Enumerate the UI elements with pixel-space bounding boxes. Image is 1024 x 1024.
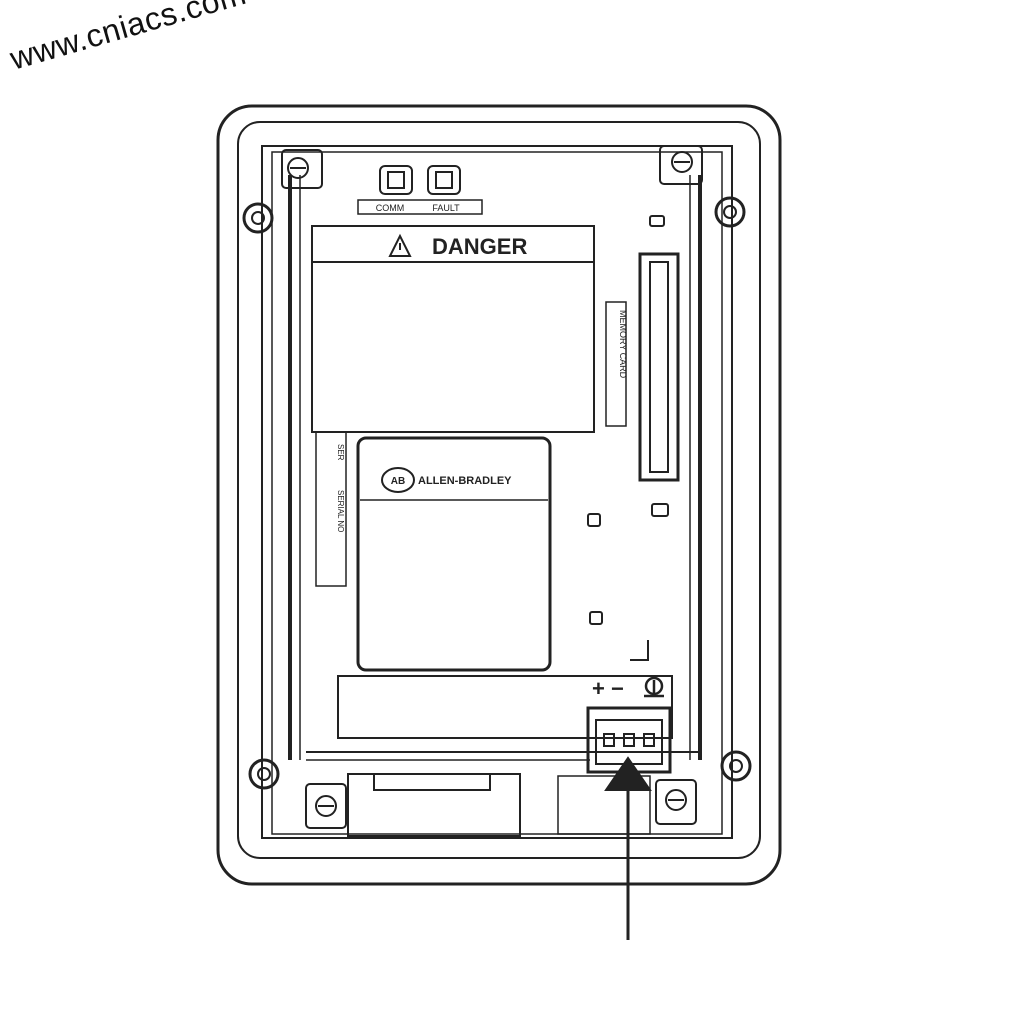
memory-card-slot-inner: [649, 261, 669, 473]
slot-led-top: [649, 215, 665, 227]
housing-screw-top-left: [281, 149, 323, 189]
housing-frame: [261, 145, 733, 839]
brand-label-panel: [356, 436, 552, 672]
memory-card-label: [605, 301, 627, 427]
housing-screw-top-right: [659, 145, 703, 185]
pin-lower: [589, 611, 603, 625]
bottom-port-right: [557, 775, 651, 835]
danger-label-panel: [311, 225, 595, 433]
allen-bradley-logo-icon: AB: [381, 467, 415, 493]
arrow-up-icon: [604, 756, 652, 940]
ground-icon: [644, 676, 664, 698]
comm-label: COMM: [376, 203, 405, 213]
serial-label-b: SERIAL NO: [336, 490, 345, 532]
power-label-strip: [337, 675, 673, 739]
power-polarity-label: + −: [592, 676, 624, 701]
mount-screw-bottom-left: [248, 758, 280, 790]
housing-screw-bottom-right: [655, 779, 697, 825]
memory-card-text: MEMORY CARD: [618, 310, 628, 379]
fault-label: FAULT: [432, 203, 460, 213]
serial-strip: [315, 431, 347, 587]
housing-inner-frame: [271, 151, 723, 835]
brand-name: ALLEN-BRADLEY: [418, 475, 512, 487]
housing-screw-bottom-left: [305, 783, 347, 829]
serial-label-a: SER: [336, 444, 345, 461]
warning-triangle-icon: [388, 233, 412, 257]
comm-indicator: [379, 165, 413, 195]
indicator-label-strip: [357, 199, 483, 215]
memory-card-slot: [638, 252, 680, 482]
danger-heading: DANGER: [432, 234, 527, 259]
mount-screw-bottom-right: [720, 750, 752, 782]
inner-bezel: [237, 121, 761, 859]
svg-text:AB: AB: [391, 476, 405, 487]
mount-screw-top-right: [714, 196, 746, 228]
corner-mark: [630, 640, 649, 661]
outer-bezel: [216, 104, 782, 886]
serial-port-tab: [373, 773, 491, 791]
slot-led-bottom: [651, 503, 669, 517]
pin-upper: [587, 513, 601, 527]
fault-indicator: [427, 165, 461, 195]
mount-screw-top-left: [242, 202, 274, 234]
